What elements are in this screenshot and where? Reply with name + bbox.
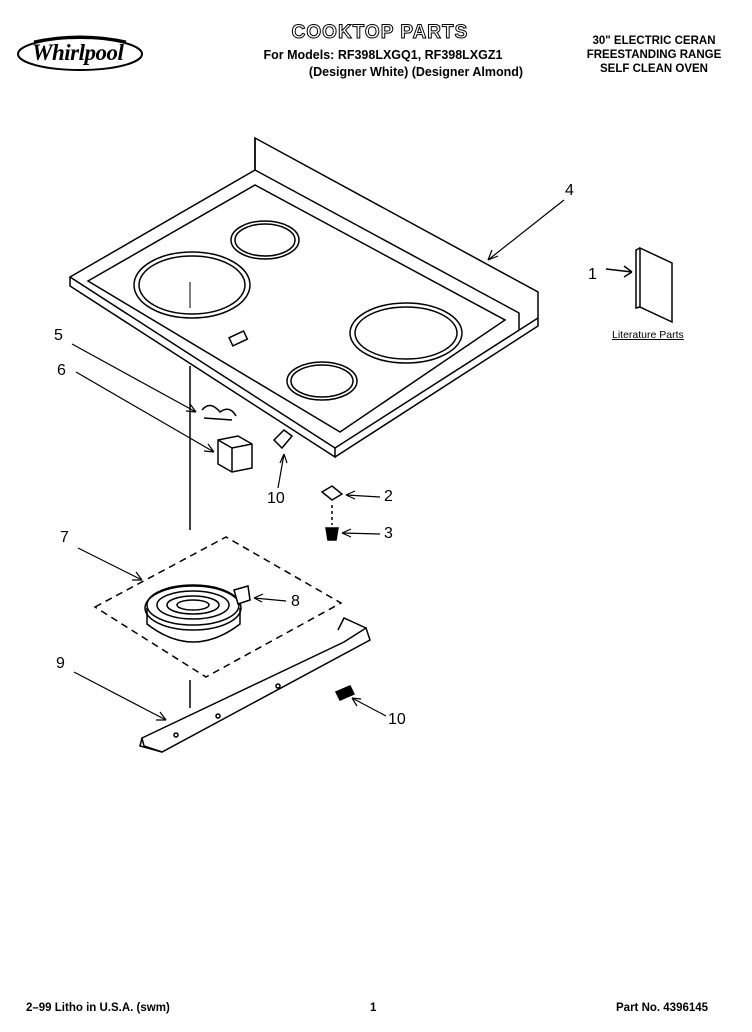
callout-4: 4 (565, 182, 574, 199)
footer-litho: 2–99 Litho in U.S.A. (swm) (26, 1002, 170, 1014)
callout-9: 9 (56, 655, 65, 672)
page-title: COOKTOP PARTS (291, 22, 469, 44)
footer-page-number: 1 (370, 1002, 377, 1014)
support-bracket[interactable] (139, 617, 371, 753)
variants-line: (Designer White) (Designer Almond) (308, 65, 524, 79)
radiant-element[interactable] (93, 536, 343, 678)
callout-2: 2 (384, 488, 393, 505)
range-description: 30" ELECTRIC CERAN FREESTANDING RANGE SE… (566, 34, 742, 76)
callout-10-top: 10 (267, 490, 285, 507)
literature-pack[interactable] (605, 246, 673, 324)
callout-5: 5 (54, 327, 63, 344)
whirlpool-logo (17, 35, 143, 71)
brand-name: Whirlpool (32, 40, 124, 65)
models-line: For Models: RF398LXGQ1, RF398LXGZ1 (263, 48, 503, 62)
callout-6: 6 (57, 362, 66, 379)
range-line-1: 30" ELECTRIC CERAN (592, 35, 716, 47)
leader-lines (71, 199, 565, 721)
clip-and-screw[interactable] (320, 485, 344, 541)
range-line-3: SELF CLEAN OVEN (600, 63, 708, 75)
callout-3: 3 (384, 525, 393, 542)
footer-part-number: Part No. 4396145 (616, 1002, 709, 1014)
callout-7: 7 (60, 529, 69, 546)
range-line-2: FREESTANDING RANGE (586, 49, 722, 61)
wire-harness-bracket[interactable] (189, 366, 294, 530)
callout-8: 8 (291, 593, 300, 610)
literature-parts-label: Literature Parts (612, 329, 684, 341)
callout-10-bottom: 10 (388, 711, 406, 728)
callout-1: 1 (588, 266, 597, 283)
cooktop-part[interactable] (68, 136, 539, 459)
